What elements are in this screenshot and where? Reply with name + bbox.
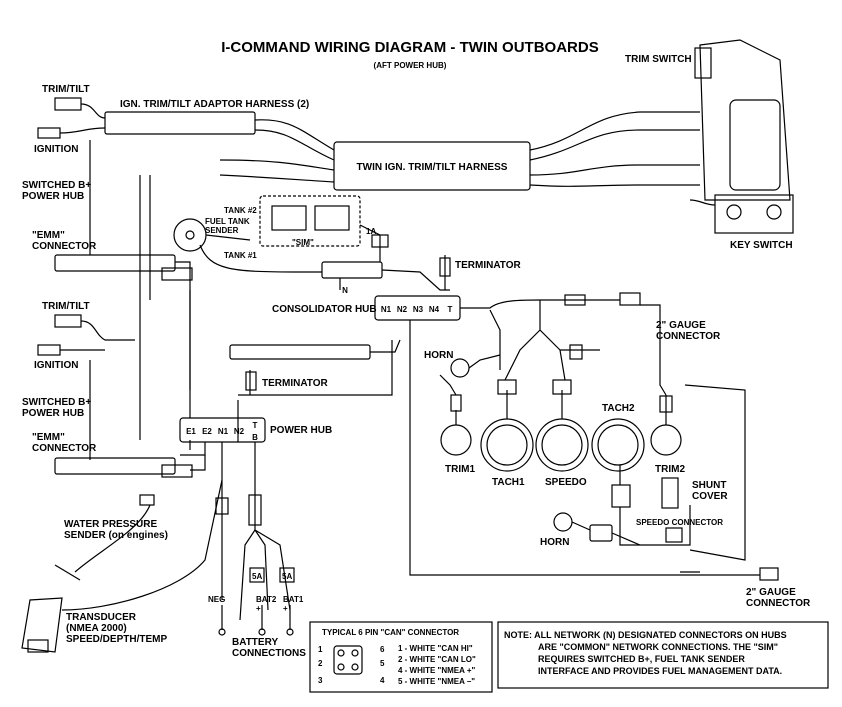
power-hub-pin-e2: E2	[202, 427, 212, 436]
trim1-label: TRIM1	[445, 464, 475, 475]
trim-tilt-bottom-label: TRIM/TILT	[42, 301, 90, 312]
adaptor-harness-label: IGN. TRIM/TILT ADAPTOR HARNESS (2)	[120, 99, 309, 110]
can-pin-desc-4: 4 - WHITE "NMEA +"	[398, 666, 476, 675]
can-pin-desc-1: 1 - WHITE "CAN HI"	[398, 644, 473, 653]
trim-switch-label: TRIM SWITCH	[625, 54, 692, 65]
ignition-top-label: IGNITION	[34, 144, 78, 155]
ignition-bottom-label: IGNITION	[34, 360, 78, 371]
power-hub-label: POWER HUB	[270, 425, 332, 436]
transducer	[21, 597, 63, 653]
power-hub-pin-n2: N2	[234, 427, 245, 436]
can-pin-desc-5: 5 - WHITE "NMEA –"	[398, 677, 475, 686]
sim-label: "SIM"	[292, 238, 314, 247]
trim-switch-body	[699, 39, 791, 201]
neg-label: NEG	[208, 595, 225, 604]
bat1-label: BAT1+	[283, 595, 304, 613]
fuse-1a-label: 1A	[366, 227, 376, 236]
transducer-label: TRANSDUCER(NMEA 2000)SPEED/DEPTH/TEMP	[66, 612, 167, 645]
horn-bottom	[553, 512, 573, 532]
tach2-gauge	[591, 418, 645, 472]
consolidator-pin-n1: N1	[381, 305, 392, 314]
trim1-gauge	[440, 424, 472, 456]
can-pin-num-1: 1	[318, 645, 323, 654]
trim-tilt-top-label: TRIM/TILT	[42, 84, 90, 95]
power-hub-pin-e1: E1	[186, 427, 196, 436]
power-hub-pin-t: T	[253, 421, 258, 430]
terminator-top-label: TERMINATOR	[455, 260, 522, 271]
emm-harness-top	[54, 254, 176, 272]
terminator-bottom-label: TERMINATOR	[262, 378, 329, 389]
diagram-title: I-COMMAND WIRING DIAGRAM - TWIN OUTBOARD…	[221, 39, 598, 56]
horn-top	[450, 358, 470, 378]
diagram-subtitle: (AFT POWER HUB)	[374, 61, 447, 70]
can-connector-box	[309, 621, 493, 693]
tank2-label: TANK #2	[224, 206, 257, 215]
consolidator-pin-n3: N3	[413, 305, 424, 314]
emm-bottom-label: "EMM"CONNECTOR	[32, 432, 97, 454]
consolidator-pin-n4: N4	[429, 305, 440, 314]
twin-harness-label: TWIN IGN. TRIM/TILT HARNESS	[357, 162, 508, 173]
speedo-label: SPEEDO	[545, 477, 587, 488]
can-pin-num-2: 2	[318, 659, 323, 668]
emm-harness-bottom	[54, 457, 176, 475]
switched-b-bottom-label: SWITCHED B+POWER HUB	[22, 397, 91, 419]
fuel-tank-sender	[173, 218, 207, 252]
speedo-gauge	[535, 418, 589, 472]
key-switch-label: KEY SWITCH	[730, 240, 793, 251]
trim2-gauge	[650, 424, 682, 456]
emm-top-label: "EMM"CONNECTOR	[32, 230, 97, 252]
adaptor-harness-top	[104, 111, 256, 135]
key-switch-body	[714, 194, 794, 234]
can-pin-desc-2: 2 - WHITE "CAN LO"	[398, 655, 476, 664]
power-hub-pin-b: B	[252, 433, 258, 442]
can-pin-num-4: 4	[380, 676, 385, 685]
tach1-gauge	[480, 418, 534, 472]
note-box	[497, 621, 829, 689]
consolidator-pin-t: T	[448, 305, 453, 314]
tach2-label: TACH2	[602, 403, 635, 414]
sim-module	[259, 195, 361, 247]
network-note: NOTE: ALL NETWORK (N) DESIGNATED CONNECT…	[504, 630, 787, 676]
trim2-label: TRIM2	[655, 464, 685, 475]
consolidator-hub-label: CONSOLIDATOR HUB	[272, 304, 377, 315]
tank1-label: TANK #1	[224, 251, 257, 260]
horn-bottom-label: HORN	[540, 537, 569, 548]
tach1-label: TACH1	[492, 477, 525, 488]
horn-top-label: HORN	[424, 350, 453, 361]
can-pin-num-3: 3	[318, 676, 323, 685]
can-pin-num-6: 6	[380, 645, 385, 654]
switched-b-top-label: SWITCHED B+POWER HUB	[22, 180, 91, 202]
speedo-connector-label: SPEEDO CONNECTOR	[636, 518, 723, 527]
bat2-label: BAT2+	[256, 595, 277, 613]
consolidator-pin-n2: N2	[397, 305, 408, 314]
n-marker: N	[342, 286, 348, 295]
fuse-5a-label-2: 5A	[282, 572, 292, 581]
twin-harness-body	[333, 141, 531, 191]
power-hub-pin-n1: N1	[218, 427, 229, 436]
fuse-5a-label-1: 5A	[252, 572, 262, 581]
can-pin-num-5: 5	[380, 659, 385, 668]
can-title: TYPICAL 6 PIN "CAN" CONNECTOR	[322, 628, 459, 637]
